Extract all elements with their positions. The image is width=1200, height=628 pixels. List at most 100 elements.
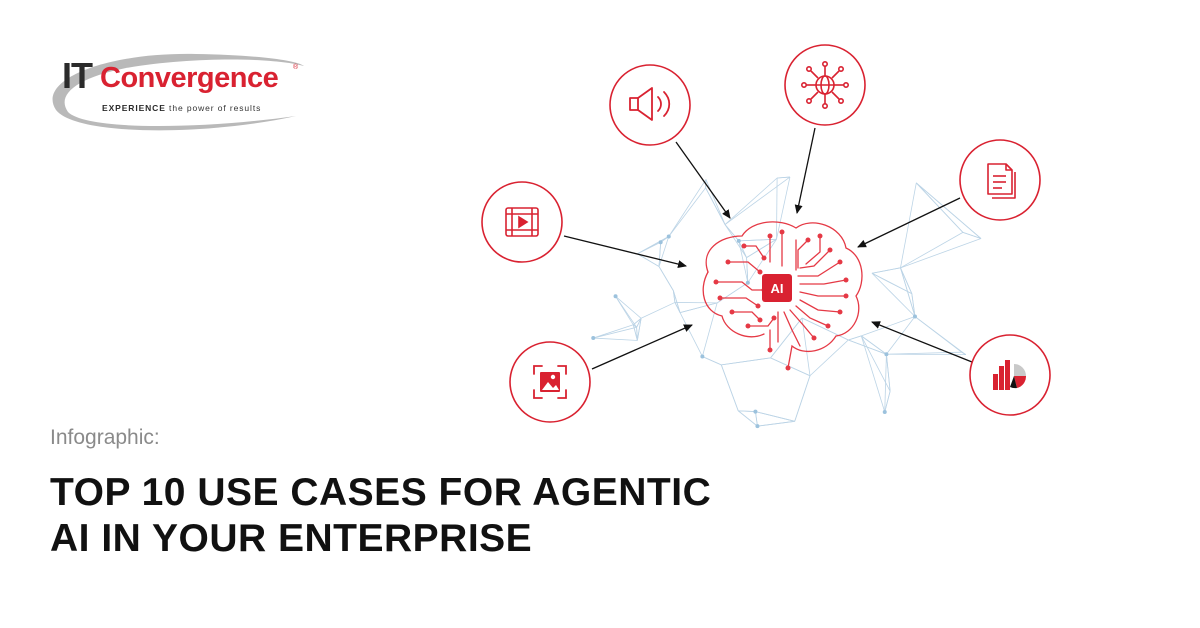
logo-registered-mark: ® bbox=[293, 64, 299, 71]
network-link bbox=[705, 187, 726, 225]
speaker-icon-circle bbox=[609, 64, 691, 146]
logo-tagline: EXPERIENCE the power of results bbox=[102, 103, 261, 113]
network-link bbox=[886, 316, 916, 355]
network-link bbox=[658, 242, 662, 267]
network-link bbox=[900, 182, 917, 268]
network-link bbox=[755, 411, 758, 427]
network-link bbox=[776, 177, 778, 240]
network-link bbox=[900, 267, 913, 294]
network-link bbox=[848, 335, 862, 341]
network-link bbox=[914, 316, 967, 355]
network-link bbox=[672, 290, 676, 303]
network-link bbox=[871, 272, 916, 317]
logo-convergence-text: Convergence bbox=[100, 62, 279, 94]
document-icon bbox=[987, 163, 1016, 199]
network-link bbox=[860, 335, 886, 413]
network-link bbox=[738, 240, 747, 258]
network-link bbox=[701, 302, 718, 357]
network-link bbox=[860, 335, 891, 392]
network-link bbox=[640, 302, 676, 319]
brain-circuit bbox=[702, 221, 863, 369]
network-link bbox=[900, 232, 964, 269]
network-link bbox=[720, 364, 739, 411]
logo-tagline-rest: the power of results bbox=[165, 103, 262, 113]
logo-swoosh bbox=[52, 53, 305, 131]
network-node bbox=[700, 354, 705, 359]
network-link bbox=[809, 339, 849, 377]
network-link bbox=[674, 302, 681, 313]
network-mesh bbox=[593, 176, 982, 427]
network-link bbox=[705, 179, 726, 225]
network-link bbox=[593, 337, 638, 341]
network-link bbox=[738, 410, 758, 427]
network-node bbox=[884, 352, 889, 357]
network-link bbox=[636, 318, 642, 328]
network-link bbox=[886, 354, 891, 392]
network-link bbox=[668, 187, 706, 237]
image-icon bbox=[533, 365, 567, 399]
network-node bbox=[882, 409, 887, 414]
company-logo[interactable]: IT Convergence ® EXPERIENCE the power of… bbox=[46, 50, 308, 132]
network-link bbox=[770, 317, 803, 359]
video-icon-circle bbox=[481, 181, 563, 263]
network-link bbox=[658, 236, 670, 267]
network-link bbox=[668, 179, 707, 237]
network-node bbox=[666, 234, 671, 239]
network-link bbox=[900, 238, 982, 269]
network-link bbox=[757, 420, 795, 427]
network-link bbox=[724, 224, 740, 242]
network-link bbox=[755, 411, 795, 422]
network-link bbox=[637, 253, 660, 267]
network-link bbox=[636, 327, 638, 341]
network-link bbox=[747, 238, 777, 283]
logo-tagline-bold: EXPERIENCE bbox=[102, 103, 166, 113]
network-link bbox=[801, 317, 811, 376]
globe-network-icon-circle bbox=[784, 44, 866, 126]
image-icon-circle bbox=[509, 341, 591, 423]
network-link bbox=[884, 391, 891, 413]
network-link bbox=[633, 324, 637, 328]
brain-circuit-nodes bbox=[713, 229, 849, 371]
network-link bbox=[871, 272, 913, 295]
network-link bbox=[636, 318, 642, 341]
network-link bbox=[724, 176, 791, 225]
network-link bbox=[962, 232, 982, 239]
network-node bbox=[613, 294, 618, 299]
title-line-2: AI IN YOUR ENTERPRISE bbox=[50, 517, 533, 560]
document-icon-circle bbox=[959, 139, 1041, 221]
network-node bbox=[658, 240, 663, 245]
network-link bbox=[916, 182, 982, 239]
network-link bbox=[615, 296, 637, 328]
network-link bbox=[777, 176, 790, 179]
network-link bbox=[637, 236, 669, 255]
network-link bbox=[911, 293, 916, 317]
network-link bbox=[593, 326, 637, 339]
network-node bbox=[753, 409, 758, 414]
ai-chip-label: AI bbox=[771, 281, 784, 296]
title-line-1: TOP 10 USE CASES FOR AGENTIC bbox=[50, 471, 712, 514]
network-link bbox=[672, 290, 681, 313]
network-link bbox=[794, 375, 811, 422]
network-nodes bbox=[591, 234, 917, 429]
speaker-icon bbox=[629, 87, 671, 121]
network-link bbox=[801, 317, 849, 341]
network-link bbox=[848, 339, 887, 355]
globe-network-icon bbox=[800, 60, 849, 110]
network-node bbox=[591, 336, 596, 341]
network-link bbox=[900, 267, 916, 317]
network-link bbox=[679, 312, 703, 357]
network-link bbox=[738, 410, 756, 412]
arrows bbox=[563, 127, 973, 370]
network-link bbox=[615, 296, 642, 319]
network-link bbox=[861, 335, 887, 355]
network-link bbox=[770, 357, 811, 377]
network-link bbox=[658, 266, 674, 291]
network-link bbox=[633, 317, 642, 326]
network-link bbox=[716, 282, 749, 304]
logo-it-text: IT bbox=[62, 55, 93, 96]
network-node bbox=[745, 280, 750, 285]
network-link bbox=[724, 177, 778, 225]
network-node bbox=[736, 238, 741, 243]
bar-pie-chart-icon bbox=[993, 360, 1027, 390]
network-link bbox=[679, 302, 718, 313]
